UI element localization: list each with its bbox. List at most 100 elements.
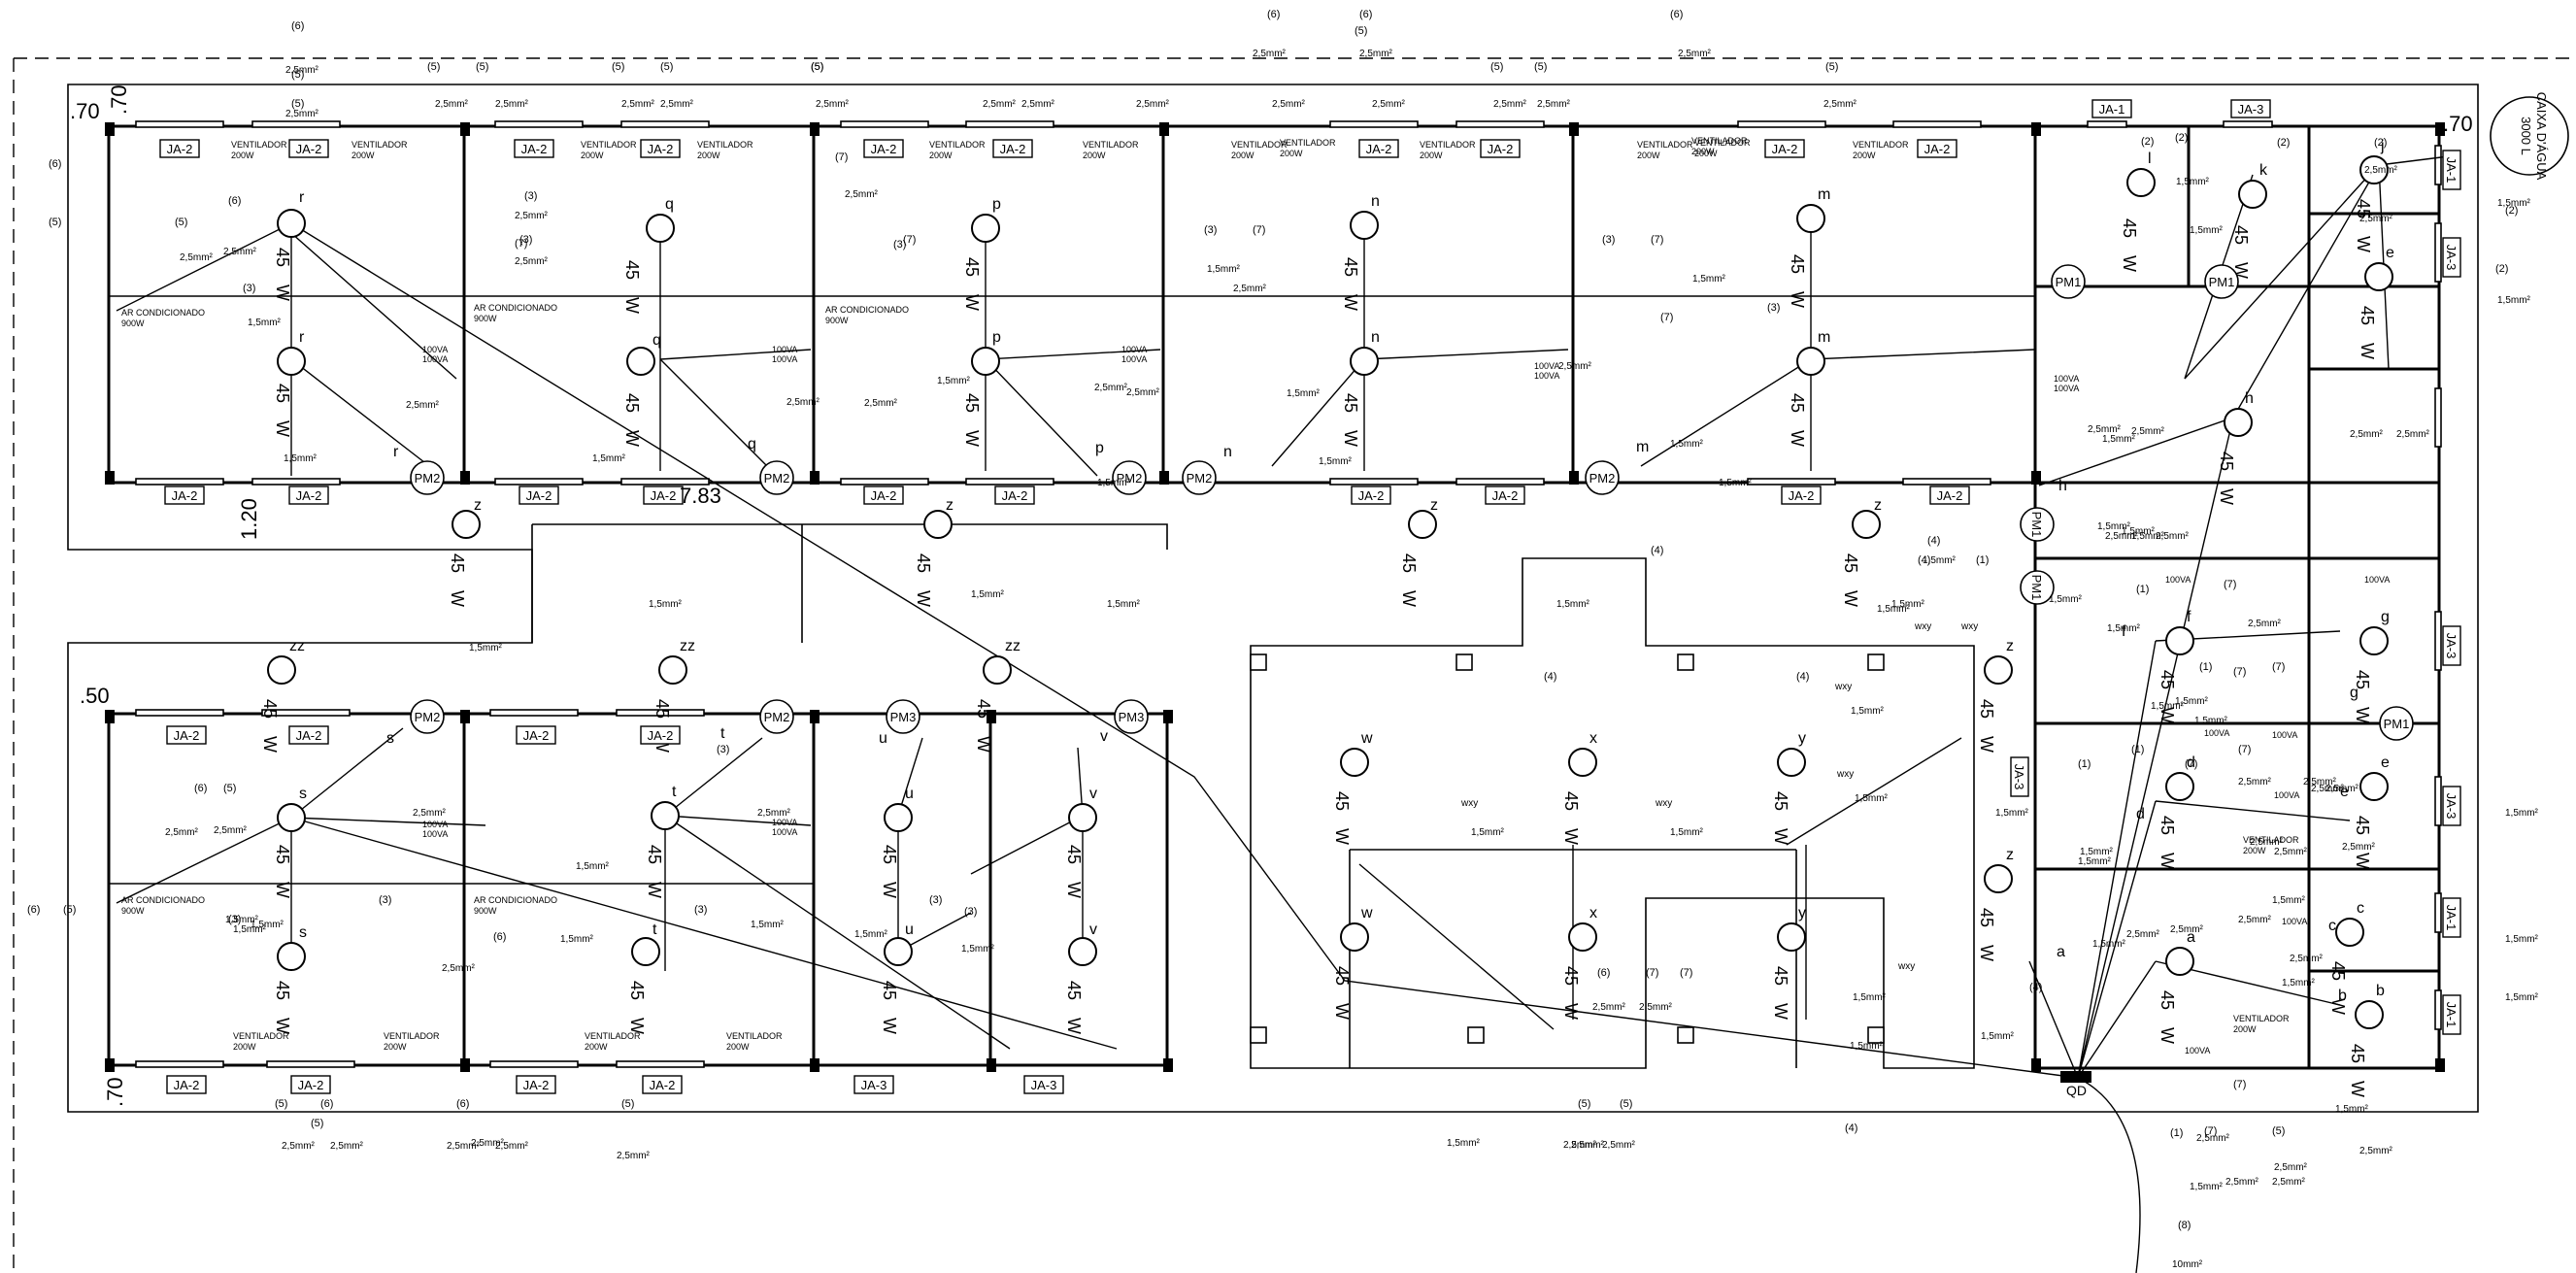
component-tag-label: JA-3 bbox=[2444, 633, 2459, 659]
lamp-unit-label: W bbox=[645, 882, 664, 898]
fan-power: 200W bbox=[2233, 1024, 2257, 1034]
fan-power: 200W bbox=[1083, 151, 1106, 160]
circuit-number: (7) bbox=[1680, 967, 1692, 979]
fan-label: VENTILADOR bbox=[1280, 138, 1336, 148]
circuit-number: (7) bbox=[2233, 1079, 2246, 1090]
water-tank-symbol bbox=[2490, 96, 2569, 176]
lamp-unit-label: W bbox=[2158, 1027, 2177, 1044]
wire-gauge-1-5: 1,5mm² bbox=[971, 589, 1005, 600]
door-tag-label: PM2 bbox=[1589, 471, 1616, 486]
component-tag-label: JA-2 bbox=[523, 1078, 550, 1092]
lamp-power-label: 45 bbox=[1064, 981, 1084, 1000]
wire-gauge-1-5: 1,5mm² bbox=[251, 920, 284, 930]
wire-gauge-1-5: 1,5mm² bbox=[2151, 701, 2185, 712]
wire-gauge-2-5: 2,5mm² bbox=[816, 99, 850, 110]
wire-gauge-1-5: 1,5mm² bbox=[576, 861, 610, 872]
wire-gauge-2-5: 2,5mm² bbox=[413, 808, 447, 819]
circuit-number: (5) bbox=[1355, 25, 1367, 37]
component-tag bbox=[1480, 139, 1521, 158]
circuit-number: (2) bbox=[2277, 137, 2290, 149]
circuit-number: (6) bbox=[228, 195, 241, 207]
fan-power: 200W bbox=[1694, 149, 1718, 158]
door-tag bbox=[2020, 507, 2055, 542]
circuit-number: (7) bbox=[2272, 661, 2285, 673]
component-tag bbox=[994, 486, 1035, 505]
lamp-unit-label: W bbox=[627, 1018, 647, 1034]
circuit-letter: h bbox=[2245, 390, 2254, 407]
wire-gauge-1-5: 1,5mm² bbox=[1851, 706, 1885, 717]
circuit-letter: l bbox=[2148, 151, 2152, 167]
circuit-number: (6) bbox=[1267, 9, 1280, 20]
fan-power: 200W bbox=[1280, 149, 1303, 158]
component-tag-label: JA-2 bbox=[1358, 488, 1385, 503]
wire-gauge-1-5: 1,5mm² bbox=[2131, 531, 2165, 542]
circuit-number: (4) bbox=[1651, 545, 1663, 556]
door-tag bbox=[1112, 460, 1147, 495]
lamp-unit-label: W bbox=[1841, 590, 1860, 607]
lamp-power-label: 45 bbox=[1788, 254, 1807, 274]
lamp-unit-label: W bbox=[273, 882, 292, 898]
component-tag bbox=[166, 725, 207, 745]
circuit-letter: v bbox=[1089, 786, 1097, 802]
circuit-number: (6) bbox=[1597, 967, 1610, 979]
circuit-letter: y bbox=[1798, 905, 1806, 921]
wire-gauge-2-5: 2,5mm² bbox=[285, 65, 319, 76]
circuit-number: (5) bbox=[63, 904, 76, 916]
wire-gauge-1-5: 1,5mm² bbox=[937, 376, 971, 386]
circuit-letter: p bbox=[992, 329, 1001, 346]
component-tag bbox=[519, 486, 559, 505]
wire-gauge-1-5: 1,5mm² bbox=[2097, 521, 2131, 532]
lamp-power-label: 45 bbox=[962, 257, 982, 277]
site-boundary bbox=[13, 57, 2576, 1273]
circuit-number: (5) bbox=[275, 1098, 287, 1110]
fan-power: 200W bbox=[697, 151, 720, 160]
circuit-number: (3) bbox=[1602, 234, 1615, 246]
fan-power: 200W bbox=[1691, 147, 1715, 156]
wire-gauge-2-5: 2,5mm² bbox=[1592, 1002, 1626, 1013]
circuit-number: (7) bbox=[835, 151, 848, 163]
wire-gauge-2-5: 2,5mm² bbox=[2105, 531, 2139, 542]
lamp-power-label: 45 bbox=[1788, 393, 1807, 413]
door-tag bbox=[1585, 460, 1620, 495]
wire-gauge-10: 10mm² bbox=[2172, 1259, 2203, 1270]
wire-gauge-2-5: 2,5mm² bbox=[786, 397, 820, 408]
wire-gauge-2-5: 2,5mm² bbox=[2250, 837, 2284, 848]
door-tag-label: PM2 bbox=[415, 710, 441, 724]
component-tag-label: JA-2 bbox=[1937, 488, 1963, 503]
wire-gauge-2-5: 2,5mm² bbox=[1233, 284, 1267, 294]
component-tag bbox=[992, 139, 1033, 158]
circuit-letter: u bbox=[905, 786, 914, 802]
lamp-power-label: 45 bbox=[2353, 816, 2372, 835]
lower-block-walls bbox=[107, 712, 1169, 1067]
component-tag bbox=[640, 725, 681, 745]
pillar-markers bbox=[1250, 653, 1885, 1044]
lamp-power-label: 45 bbox=[2348, 1044, 2367, 1063]
circuit-number: (7) bbox=[2185, 758, 2197, 770]
wire-gauge-2-5: 2,5mm² bbox=[845, 189, 879, 200]
lamp-power-label: 45 bbox=[260, 699, 280, 719]
circuit-number: (4) bbox=[1927, 535, 1940, 547]
wire-gauge-2-5: 2,5mm² bbox=[757, 808, 791, 819]
ac-unit-label: AR CONDICIONADO bbox=[474, 895, 557, 905]
lamp-power-label: 45 bbox=[2158, 816, 2177, 835]
circuit-number: (2) bbox=[2141, 136, 2154, 148]
outlet-rating: 100VA bbox=[422, 829, 448, 839]
lamp-unit-label: W bbox=[1064, 1018, 1084, 1034]
wire-gauge-1-5: 1,5mm² bbox=[1097, 478, 1131, 488]
lamp-power-label: 45 bbox=[2354, 199, 2373, 218]
circuit-number: (3) bbox=[243, 283, 255, 294]
component-tag bbox=[514, 139, 554, 158]
door-tag bbox=[759, 699, 794, 734]
wire-gauge-1-5: 1,5mm² bbox=[248, 318, 282, 328]
outlet-rating: 100VA bbox=[1121, 354, 1147, 364]
lamp-power-label: 45 bbox=[622, 260, 642, 280]
lamp-unit-label: W bbox=[622, 297, 642, 314]
wire-gauge-1-5: 1,5mm² bbox=[1670, 439, 1704, 450]
component-tag bbox=[1485, 486, 1525, 505]
lamp-power-label: 45 bbox=[1977, 699, 1996, 719]
fan-power: 200W bbox=[233, 1042, 256, 1052]
door-tag-label: PM2 bbox=[764, 710, 790, 724]
component-tag-label: JA-3 bbox=[2444, 793, 2459, 820]
lamp-power-label: 45 bbox=[622, 393, 642, 413]
circuit-letter: t bbox=[652, 921, 657, 938]
